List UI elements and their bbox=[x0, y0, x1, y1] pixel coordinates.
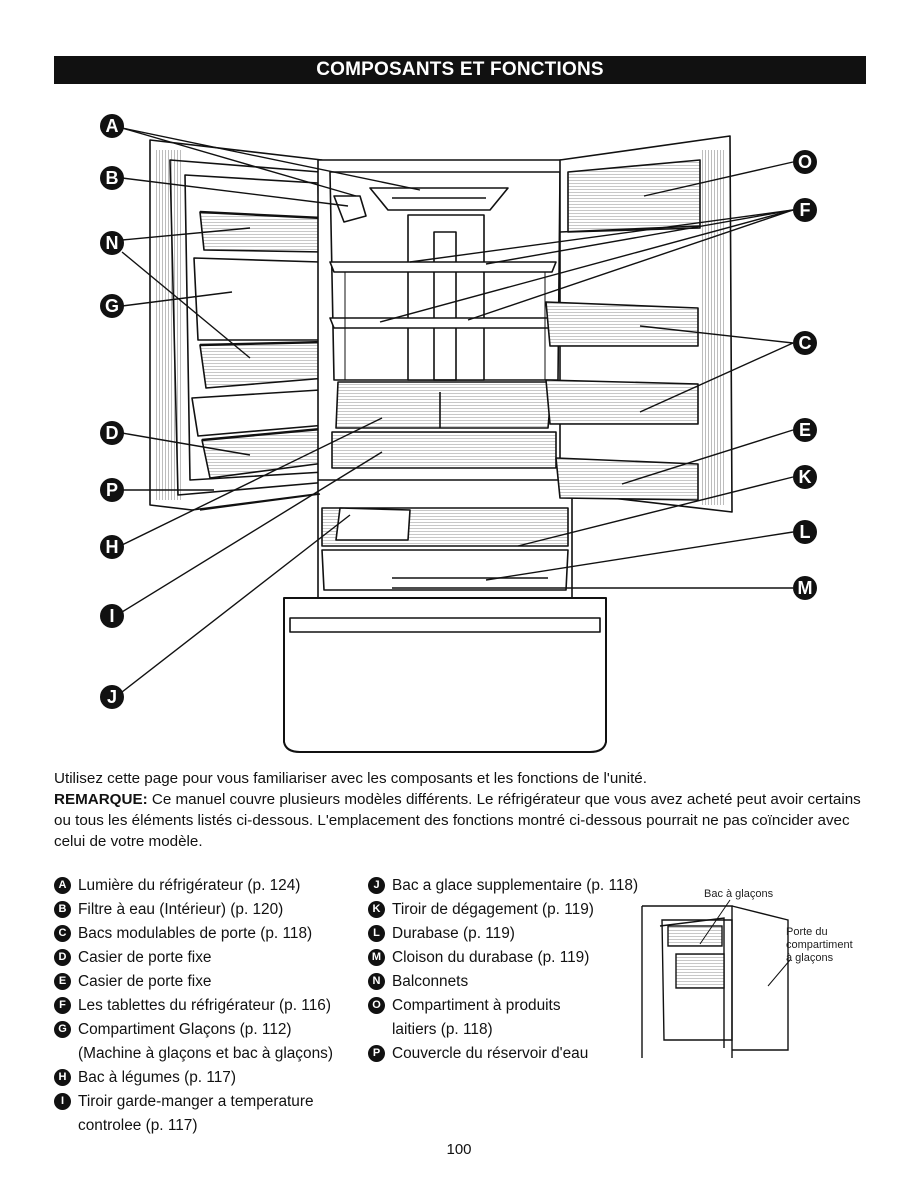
legend-item: L Durabase (p. 119) bbox=[368, 922, 668, 946]
legend-item: N Balconnets bbox=[368, 970, 668, 994]
legend-badge: I bbox=[54, 1093, 71, 1110]
callout-g: G bbox=[105, 296, 119, 316]
legend-left: A Lumière du réfrigérateur (p. 124) B Filt… bbox=[54, 874, 374, 1138]
inset-label-ice-bin: Bac à glaçons bbox=[704, 888, 774, 900]
legend-item: E Casier de porte fixe bbox=[54, 970, 374, 994]
legend-item: F Les tablettes du réfrigérateur (p. 116) bbox=[54, 994, 374, 1018]
legend-badge: K bbox=[368, 901, 385, 918]
legend-text: Les tablettes du réfrigérateur (p. 116) bbox=[78, 997, 331, 1014]
right-bin-middle bbox=[545, 379, 699, 425]
legend-text: Durabase (p. 119) bbox=[392, 925, 515, 942]
callout-i: I bbox=[109, 606, 114, 626]
callout-j: J bbox=[107, 687, 117, 707]
legend-item: O Compartiment à produits laitiers (p. 11… bbox=[368, 994, 668, 1042]
legend-text: Balconnets bbox=[392, 973, 469, 990]
legend-text: Cloison du durabase (p. 119) bbox=[392, 949, 590, 966]
shelf-upper bbox=[329, 261, 557, 273]
legend-text: Compartiment à produits laitiers (p. 118… bbox=[392, 997, 561, 1038]
legend-item: M Cloison du durabase (p. 119) bbox=[368, 946, 668, 970]
legend-text: Tiroir garde-manger a temperature contro… bbox=[78, 1093, 314, 1134]
legend-badge: A bbox=[54, 877, 71, 894]
legend-item: J Bac a glace supplementaire (p. 118) bbox=[368, 874, 668, 898]
legend-badge: B bbox=[54, 901, 71, 918]
callout-a: A bbox=[106, 116, 119, 136]
legend-badge: M bbox=[368, 949, 385, 966]
right-bin-upper bbox=[545, 301, 699, 347]
legend-item: C Bacs modulables de porte (p. 118) bbox=[54, 922, 374, 946]
callout-f: F bbox=[800, 200, 811, 220]
legend-right: J Bac a glace supplementaire (p. 118) K Ti… bbox=[368, 874, 668, 1066]
legend-badge: C bbox=[54, 925, 71, 942]
callout-h: H bbox=[106, 537, 119, 557]
legend-item: I Tiroir garde-manger a temperature contr… bbox=[54, 1090, 374, 1138]
callout-k: K bbox=[799, 467, 812, 487]
note-label: REMARQUE: bbox=[54, 791, 148, 808]
legend-badge: L bbox=[368, 925, 385, 942]
page-number: 100 bbox=[446, 1141, 472, 1158]
legend-badge: J bbox=[368, 877, 385, 894]
legend-item: B Filtre à eau (Intérieur) (p. 120) bbox=[54, 898, 374, 922]
ice-compartment-inset bbox=[641, 899, 791, 1058]
callout-b: B bbox=[106, 168, 119, 188]
legend-badge: P bbox=[368, 1045, 385, 1062]
legend-text: Compartiment Glaçons (p. 112) (Machine à… bbox=[78, 1021, 333, 1062]
legend-item: P Couvercle du réservoir d'eau bbox=[368, 1042, 668, 1066]
legend-badge: E bbox=[54, 973, 71, 990]
legend-item: D Casier de porte fixe bbox=[54, 946, 374, 970]
callout-n: N bbox=[106, 233, 119, 253]
callout-c: C bbox=[799, 333, 812, 353]
legend-item: A Lumière du réfrigérateur (p. 124) bbox=[54, 874, 374, 898]
legend-item: K Tiroir de dégagement (p. 119) bbox=[368, 898, 668, 922]
callout-d: D bbox=[106, 423, 119, 443]
right-bin-lower bbox=[555, 457, 699, 501]
legend-badge: H bbox=[54, 1069, 71, 1086]
water-filter bbox=[333, 195, 367, 223]
callout-l: L bbox=[800, 522, 811, 542]
page-title: COMPOSANTS ET FONCTIONS bbox=[54, 56, 866, 84]
legend-badge: N bbox=[368, 973, 385, 990]
legend-text: Casier de porte fixe bbox=[78, 949, 212, 966]
legend-badge: F bbox=[54, 997, 71, 1014]
intro-text: Utilisez cette page pour vous familiaris… bbox=[54, 768, 866, 852]
callout-o: O bbox=[798, 152, 812, 172]
fridge-light bbox=[369, 187, 509, 211]
freezer-drawer bbox=[283, 597, 607, 753]
legend-text: Casier de porte fixe bbox=[78, 973, 212, 990]
note-text: Ce manuel couvre plusieurs modèles diffé… bbox=[54, 791, 861, 850]
callout-m: M bbox=[798, 578, 813, 598]
callout-p: P bbox=[106, 480, 118, 500]
legend-text: Bac à légumes (p. 117) bbox=[78, 1069, 236, 1086]
legend-text: Couvercle du réservoir d'eau bbox=[392, 1045, 589, 1062]
legend-text: Tiroir de dégagement (p. 119) bbox=[392, 901, 594, 918]
intro-line: Utilisez cette page pour vous familiaris… bbox=[54, 770, 647, 787]
legend-text: Filtre à eau (Intérieur) (p. 120) bbox=[78, 901, 284, 918]
legend-badge: O bbox=[368, 997, 385, 1014]
inset-label-door: Porte du compartiment à glaçons bbox=[786, 926, 853, 964]
legend-text: Bac a glace supplementaire (p. 118) bbox=[392, 877, 639, 894]
legend-item: G Compartiment Glaçons (p. 112) (Machine … bbox=[54, 1018, 374, 1066]
legend-item: H Bac à légumes (p. 117) bbox=[54, 1066, 374, 1090]
legend-badge: G bbox=[54, 1021, 71, 1038]
note-paragraph: REMARQUE: Ce manuel couvre plusieurs mod… bbox=[54, 789, 866, 852]
legend-text: Bacs modulables de porte (p. 118) bbox=[78, 925, 313, 942]
legend-badge: D bbox=[54, 949, 71, 966]
shelf-lower bbox=[329, 317, 557, 329]
pantry-drawer bbox=[331, 431, 557, 469]
callout-e: E bbox=[799, 420, 811, 440]
crisper-drawer bbox=[335, 381, 553, 429]
legend-text: Lumière du réfrigérateur (p. 124) bbox=[78, 877, 301, 894]
